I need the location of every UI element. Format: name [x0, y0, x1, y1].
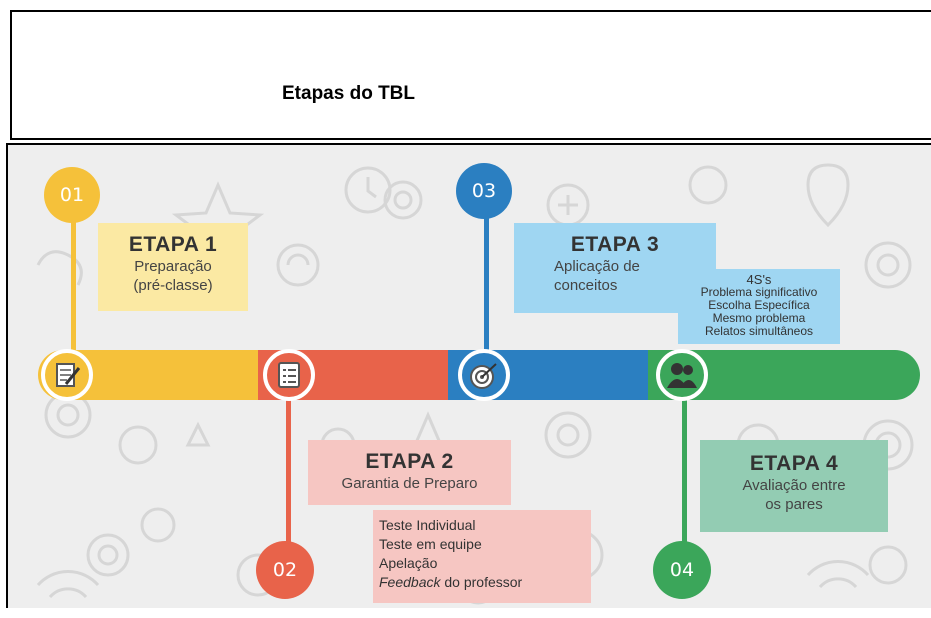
step-3-number-badge: 03: [456, 163, 512, 219]
step-1-heading: ETAPA 1: [128, 233, 218, 256]
step-1-stem: [71, 195, 76, 365]
step-4-box: ETAPA 4 Avaliação entre os pares: [700, 440, 888, 532]
step-2-item-1: Teste Individual: [379, 517, 476, 533]
step-2-subtitle-line-1: Garantia de Preparo: [341, 475, 478, 492]
step-3-subtitle-line-2: conceitos: [554, 277, 618, 294]
step-2-item-4: Feedback do professor: [379, 574, 523, 590]
target-icon: [458, 349, 510, 401]
step-3-item-2: Problema significativo: [700, 285, 818, 299]
page-title: Etapas do TBL: [282, 83, 416, 104]
step-3-item-3: Escolha Específica: [708, 298, 810, 312]
step-3-item-4: Mesmo problema: [712, 311, 806, 325]
step-2-item-3: Apelação: [379, 555, 438, 571]
step-3-heading: ETAPA 3: [570, 233, 660, 256]
notepad-pencil-icon: [41, 349, 93, 401]
step-4-number-badge: 04: [653, 541, 711, 599]
step-1-box: ETAPA 1 Preparação (pré-classe): [98, 223, 248, 311]
step-4-subtitle-line-2: os pares: [765, 496, 823, 513]
step-4-heading: ETAPA 4: [749, 452, 839, 475]
people-icon: [656, 349, 708, 401]
step-3-subtitle-line-1: Aplicação de: [554, 258, 640, 275]
step-4-stem: [682, 400, 687, 550]
step-3-item-5: Relatos simultâneos: [704, 324, 814, 338]
title-box: Etapas do TBL: [10, 10, 931, 140]
step-1-number-badge: 01: [44, 167, 100, 223]
step-3-item-1: 4S's: [746, 272, 772, 287]
tbl-stages-diagram: 01 03 02 04 ETAPA 1 Preparação (pré-clas…: [6, 143, 931, 608]
checklist-icon: [263, 349, 315, 401]
step-3-stem: [484, 195, 489, 365]
step-2-items-box: Teste Individual Teste em equipe Apelaçã…: [373, 510, 591, 603]
step-1-subtitle-line-2: (pré-classe): [133, 277, 213, 294]
step-3-items-box: 4S's Problema significativo Escolha Espe…: [678, 269, 840, 344]
step-1-subtitle-line-1: Preparação: [134, 258, 212, 275]
step-2-heading: ETAPA 2: [365, 450, 454, 473]
step-4-subtitle-line-1: Avaliação entre: [742, 477, 846, 494]
step-2-number-badge: 02: [256, 541, 314, 599]
step-2-item-2: Teste em equipe: [379, 536, 482, 552]
step-2-stem: [286, 400, 291, 550]
step-2-box: ETAPA 2 Garantia de Preparo: [308, 440, 511, 505]
